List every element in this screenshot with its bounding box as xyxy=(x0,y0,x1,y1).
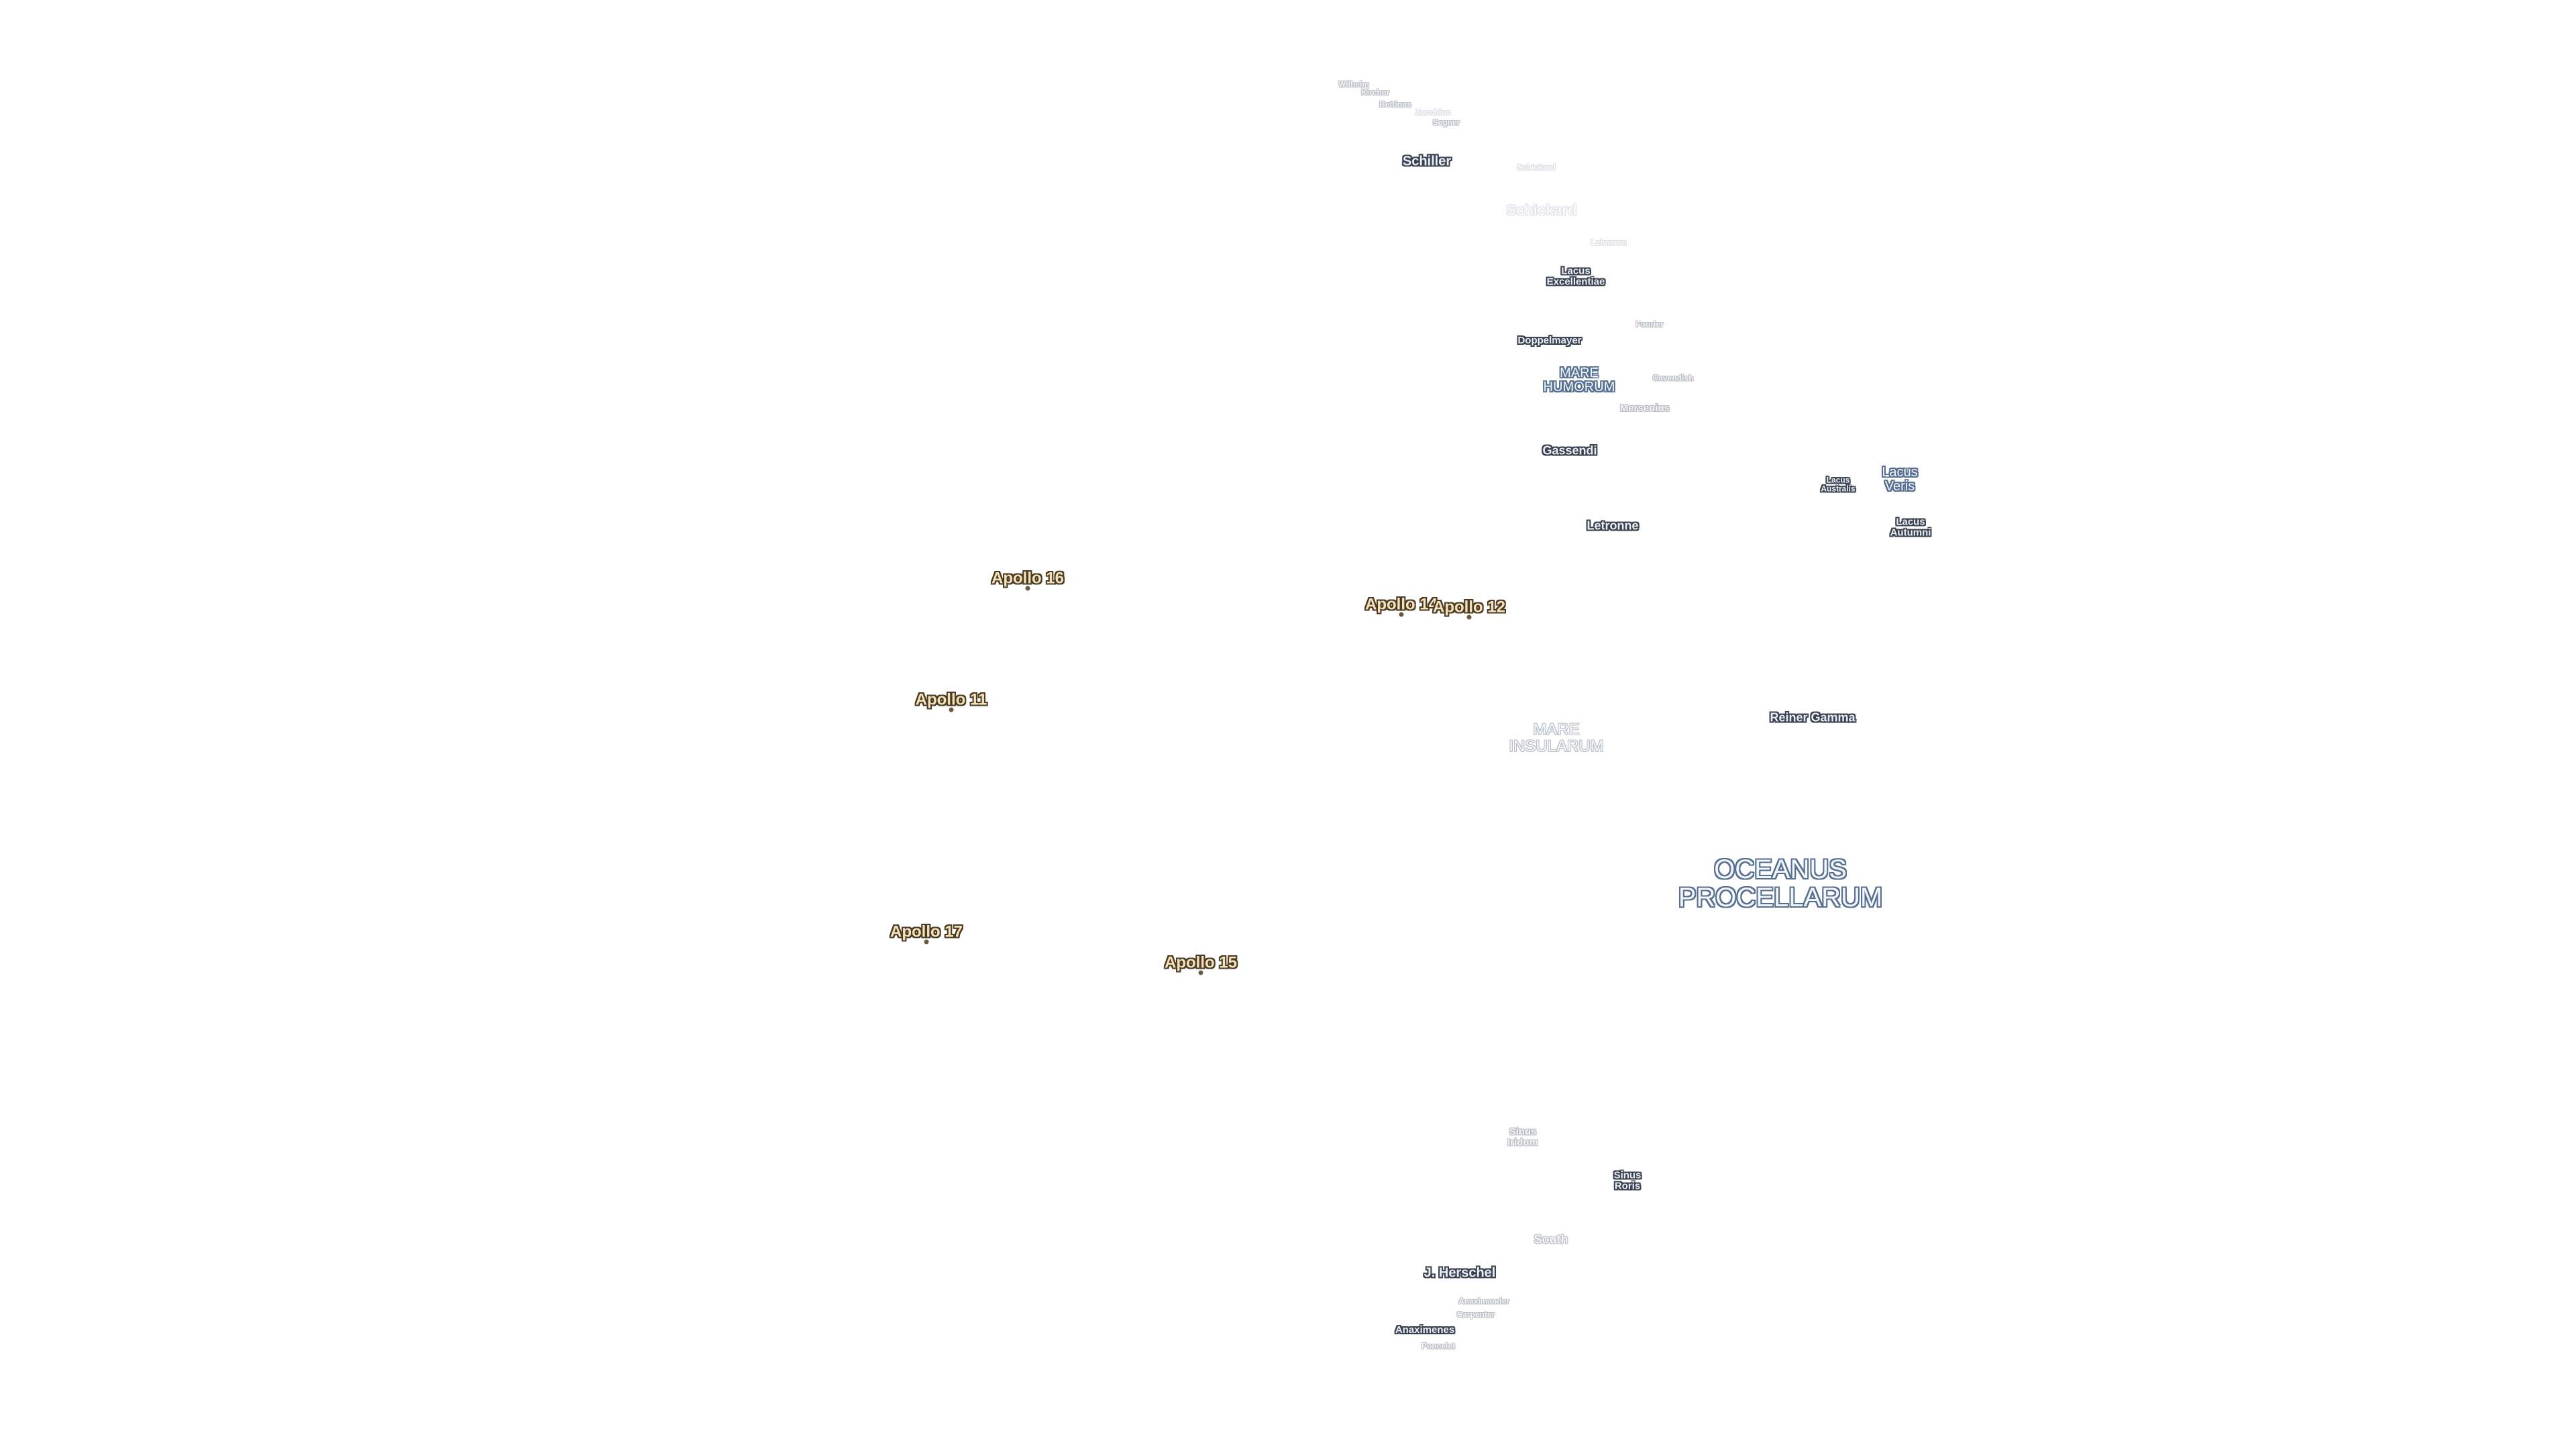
feature-label-wilhelm[interactable]: Wilhelm xyxy=(1338,79,1369,89)
feature-label-j-herschel[interactable]: J. Herschel xyxy=(1424,1265,1496,1281)
landing-site-marker[interactable] xyxy=(1466,614,1472,620)
landing-site-marker[interactable] xyxy=(949,707,954,712)
feature-label-poncelet[interactable]: Poncelet xyxy=(1421,1341,1456,1351)
feature-label-zucchius[interactable]: Zucchius xyxy=(1415,107,1451,117)
feature-label-segner[interactable]: Segner xyxy=(1432,117,1460,127)
feature-label-mare-insularum[interactable]: MARE INSULARUM xyxy=(1509,720,1604,755)
feature-label-reiner-gamma[interactable]: Reiner Gamma xyxy=(1770,710,1856,724)
feature-label-lehmann[interactable]: Lehmann xyxy=(1591,237,1627,248)
feature-label-mersenius[interactable]: Mersenius xyxy=(1619,402,1670,415)
feature-label-cavendish[interactable]: Cavendish xyxy=(1652,373,1694,383)
feature-label-bettinus[interactable]: Bettinus xyxy=(1379,99,1411,109)
feature-label-oceanus-procellarum[interactable]: OCEANUS PROCELLARUM xyxy=(1678,855,1883,912)
feature-label-sinus-roris[interactable]: Sinus Roris xyxy=(1613,1169,1642,1191)
feature-label-doppelmayer[interactable]: Doppelmayer xyxy=(1517,335,1582,347)
feature-label-schickard[interactable]: Schickard xyxy=(1506,201,1577,219)
landing-site-apollo-14[interactable]: Apollo 14 xyxy=(1364,595,1438,614)
feature-label-schickard-small[interactable]: Schickard xyxy=(1517,162,1556,172)
landing-site-marker[interactable] xyxy=(924,939,929,945)
feature-label-lacus-veris[interactable]: Lacus Veris xyxy=(1882,465,1918,494)
feature-label-letronne[interactable]: Letronne xyxy=(1587,519,1639,533)
feature-label-south[interactable]: South xyxy=(1534,1232,1568,1246)
feature-label-kircher[interactable]: Kircher xyxy=(1360,87,1390,97)
feature-label-lacus-australis[interactable]: Lacus Australis xyxy=(1821,475,1856,493)
landing-site-apollo-11[interactable]: Apollo 11 xyxy=(915,690,987,709)
feature-label-schiller[interactable]: Schiller xyxy=(1402,154,1452,169)
feature-label-lacus-autumni[interactable]: Lacus Autumni xyxy=(1890,516,1931,538)
landing-site-marker[interactable] xyxy=(1399,612,1404,617)
feature-label-carpenter[interactable]: Carpenter xyxy=(1456,1309,1495,1320)
feature-label-sinus-iridum[interactable]: Sinus Iridum xyxy=(1507,1126,1538,1148)
landing-site-apollo-12[interactable]: Apollo 12 xyxy=(1432,598,1506,616)
landing-site-apollo-15[interactable]: Apollo 15 xyxy=(1164,953,1238,972)
feature-label-anaximenes[interactable]: Anaximenes xyxy=(1395,1324,1455,1336)
landing-site-marker[interactable] xyxy=(1198,970,1203,975)
feature-label-anaximander[interactable]: Anaximander xyxy=(1458,1296,1510,1306)
feature-label-gassendi[interactable]: Gassendi xyxy=(1542,443,1597,458)
feature-label-fourier[interactable]: Fourier xyxy=(1635,319,1664,329)
feature-label-mare-humorum[interactable]: MARE HUMORUM xyxy=(1543,366,1615,394)
landing-site-marker[interactable] xyxy=(1025,586,1030,591)
landing-site-apollo-16[interactable]: Apollo 16 xyxy=(991,569,1065,588)
feature-label-lacus-excellentiae[interactable]: Lacus Excellentiae xyxy=(1546,265,1605,287)
landing-site-apollo-17[interactable]: Apollo 17 xyxy=(890,922,963,941)
